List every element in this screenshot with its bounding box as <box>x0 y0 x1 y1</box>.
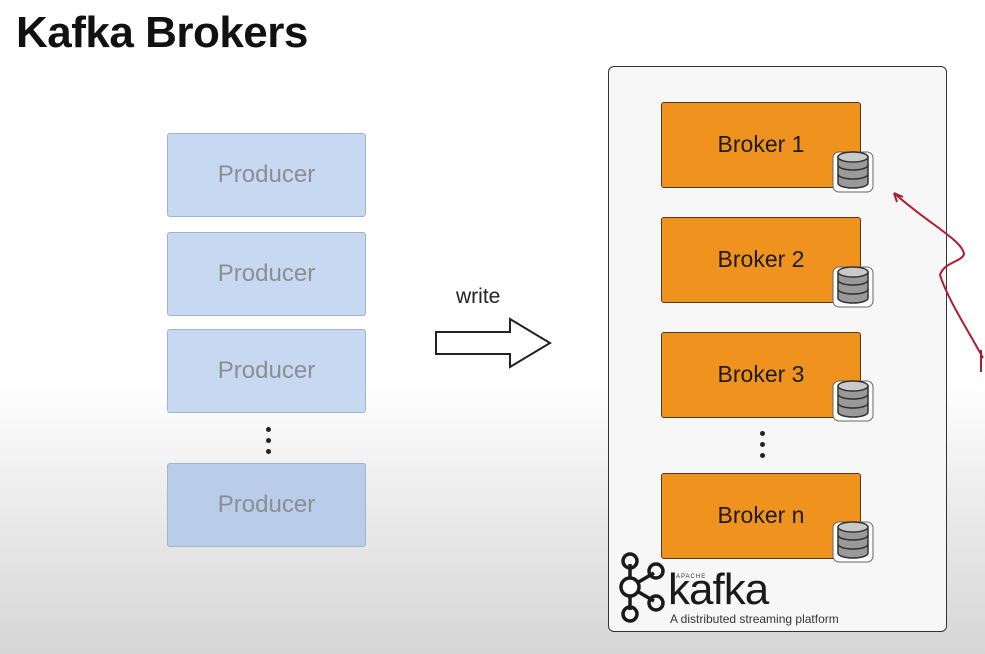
kafka-logo-wordmark: kafka <box>668 565 769 614</box>
database-icon <box>832 266 874 308</box>
producer-box: Producer <box>167 133 366 217</box>
kafka-logo-icon <box>619 552 665 623</box>
broker-box: Broker 1 <box>661 102 861 188</box>
broker-box: Broker 3 <box>661 332 861 418</box>
broker-box: Broker n <box>661 473 861 559</box>
producer-box: Producer <box>167 329 366 413</box>
write-arrow-icon <box>435 317 552 369</box>
database-icon <box>832 380 874 422</box>
broker-box: Broker 2 <box>661 217 861 303</box>
producer-ellipsis <box>264 427 272 454</box>
broker-ellipsis <box>758 431 766 458</box>
slide-title: Kafka Brokers <box>16 8 308 57</box>
producer-box: Producer <box>167 463 366 547</box>
database-icon <box>832 521 874 563</box>
producer-box: Producer <box>167 232 366 316</box>
write-label: write <box>456 285 501 308</box>
kafka-logo-apache-text: APACHE <box>676 574 707 580</box>
database-icon <box>832 151 874 193</box>
kafka-logo-tagline: A distributed streaming platform <box>670 612 839 626</box>
